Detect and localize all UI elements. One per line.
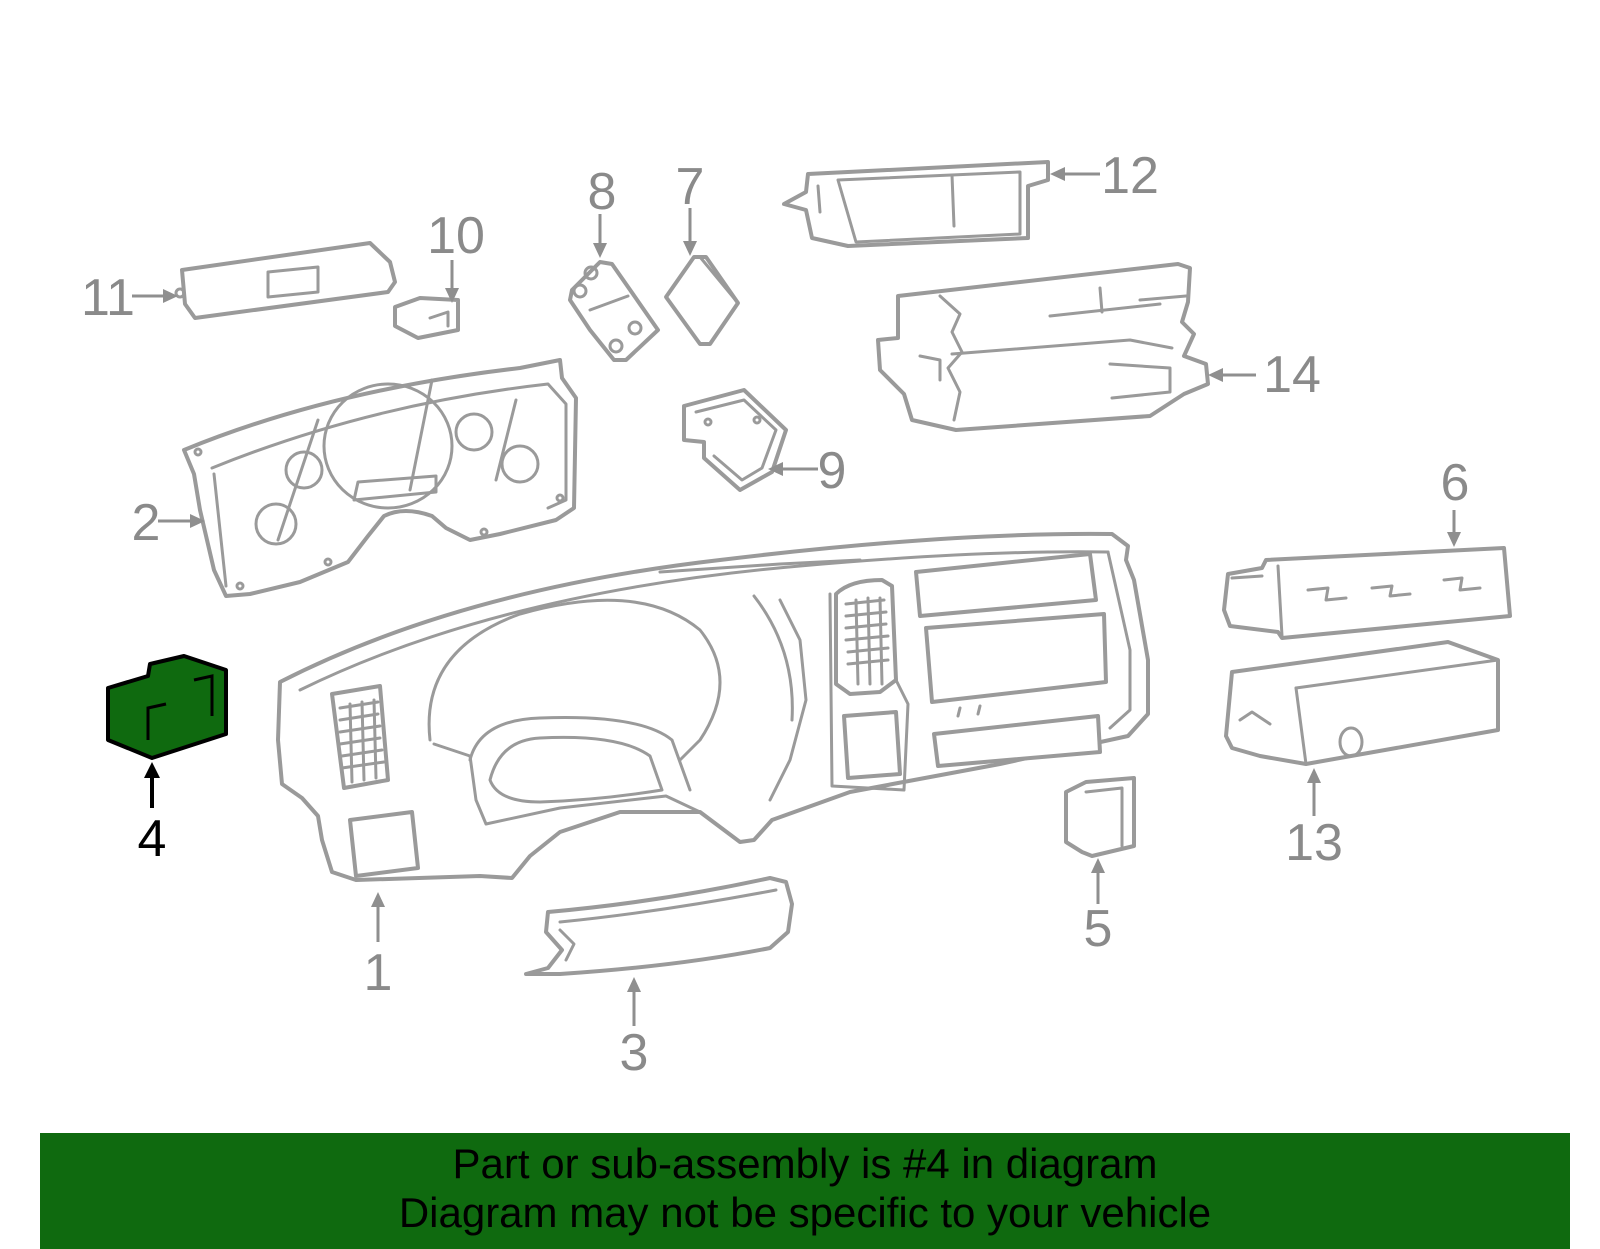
part-12[interactable]: [782, 160, 1050, 248]
callout-14[interactable]: 14: [1263, 346, 1321, 404]
callout-12[interactable]: 12: [1101, 147, 1159, 205]
arrowhead-13: [1307, 768, 1321, 783]
part-2[interactable]: [182, 358, 578, 598]
arrowhead-3: [627, 977, 641, 992]
part-4-highlighted[interactable]: [106, 654, 228, 760]
callout-5[interactable]: 5: [1084, 900, 1113, 958]
banner-line-part: Part or sub-assembly is #4 in diagram: [452, 1140, 1158, 1187]
info-banner: Part or sub-assembly is #4 in diagram Di…: [40, 1133, 1570, 1249]
part-14[interactable]: [876, 262, 1210, 432]
callout-13[interactable]: 13: [1285, 814, 1343, 872]
callout-9[interactable]: 9: [818, 442, 847, 500]
part-10[interactable]: [393, 296, 460, 340]
part-9[interactable]: [682, 388, 788, 492]
part-3[interactable]: [524, 876, 794, 976]
arrowhead-6: [1447, 532, 1461, 547]
part-7[interactable]: [664, 255, 740, 346]
arrowhead-11: [163, 289, 178, 303]
callout-11[interactable]: 11: [81, 269, 135, 327]
arrowhead-2: [190, 514, 205, 528]
part-11[interactable]: [174, 241, 397, 320]
arrowhead-4: [144, 762, 160, 778]
callout-3[interactable]: 3: [620, 1024, 649, 1082]
arrowhead-12: [1050, 167, 1065, 181]
callout-6[interactable]: 6: [1441, 454, 1470, 512]
arrowhead-7: [683, 241, 697, 256]
part-8[interactable]: [568, 260, 660, 362]
callout-2[interactable]: 2: [132, 494, 161, 552]
arrowhead-1: [371, 892, 385, 907]
callout-1[interactable]: 1: [364, 944, 393, 1002]
arrowhead-10: [445, 288, 459, 303]
callout-7[interactable]: 7: [676, 158, 705, 216]
part-5[interactable]: [1064, 776, 1136, 858]
arrowhead-9: [768, 462, 783, 476]
callout-4[interactable]: 4: [138, 810, 167, 868]
arrowhead-5: [1091, 858, 1105, 873]
arrowhead-14: [1208, 368, 1223, 382]
part-1[interactable]: [276, 531, 1150, 882]
arrowhead-8: [593, 243, 607, 258]
part-6[interactable]: [1222, 546, 1512, 640]
part-13[interactable]: [1224, 640, 1500, 766]
callout-8[interactable]: 8: [588, 163, 617, 221]
callout-10[interactable]: 10: [427, 207, 485, 265]
banner-line-disclaimer: Diagram may not be specific to your vehi…: [398, 1189, 1212, 1236]
